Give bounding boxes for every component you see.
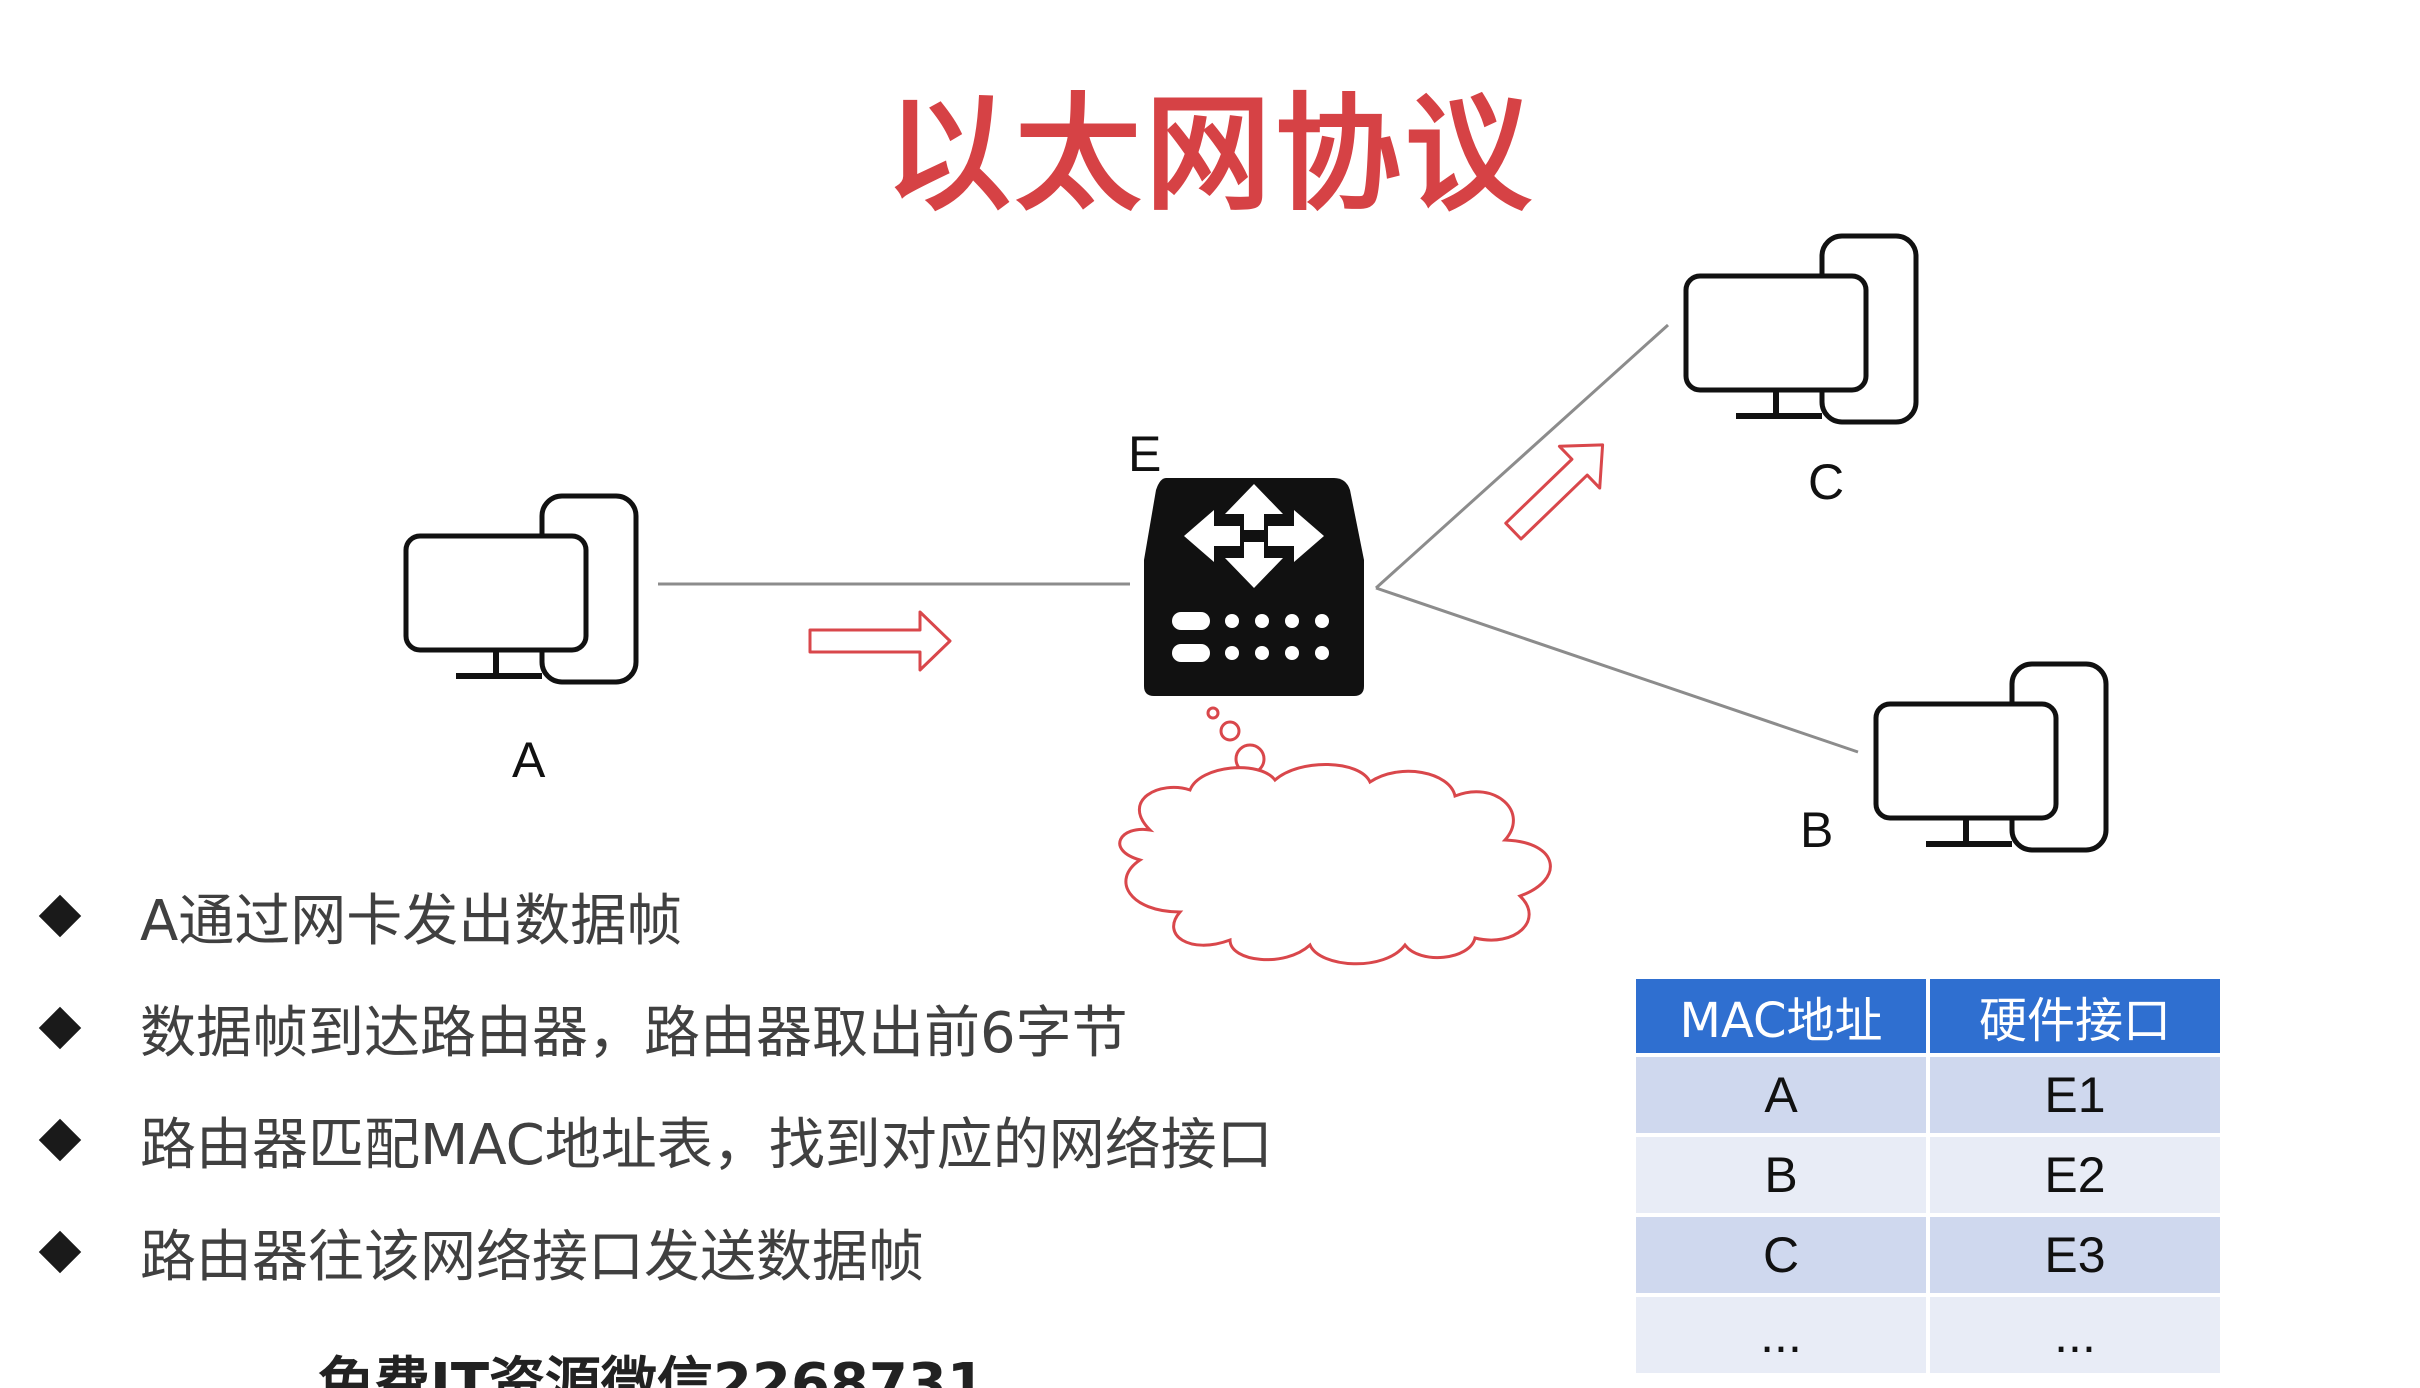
router-icon [1144, 478, 1364, 696]
bullet-item: 路由器往该网络接口发送数据帧 [38, 1196, 1273, 1308]
column-header-interface: 硬件接口 [1930, 979, 2220, 1053]
bullet-item: 路由器匹配MAC地址表，找到对应的网络接口 [38, 1084, 1273, 1196]
thought-dot [1206, 706, 1220, 720]
bullet-text: 数据帧到达路由器，路由器取出前6字节 [140, 1000, 1128, 1066]
arrow-right-icon [808, 610, 952, 672]
page-title: 以太网协议 [885, 81, 1535, 228]
link-e-c [1374, 323, 1670, 590]
bullet-list: A通过网卡发出数据帧 数据帧到达路由器，路由器取出前6字节 路由器匹配MAC地址… [38, 860, 1273, 1308]
table-header-row: MAC地址 硬件接口 [1636, 979, 2220, 1053]
computer-b-icon [1876, 664, 2106, 850]
table-cell: E3 [1930, 1217, 2220, 1293]
computer-c-icon [1686, 236, 1916, 422]
bullet-text: A通过网卡发出数据帧 [140, 888, 683, 954]
table-row: B E2 [1636, 1137, 2220, 1213]
column-header-mac: MAC地址 [1636, 979, 1926, 1053]
table-cell: ... [1636, 1297, 1926, 1373]
link-e-b [1375, 586, 1859, 754]
mac-address-table: MAC地址 硬件接口 A E1 B E2 C E3 ... ... [1632, 975, 2224, 1377]
bullet-item: 数据帧到达路由器，路由器取出前6字节 [38, 972, 1273, 1084]
diamond-bullet-icon [38, 1006, 82, 1050]
arrow-up-right-icon [1504, 443, 1605, 541]
cloud-icon [1118, 763, 1552, 966]
table-row: C E3 [1636, 1217, 2220, 1293]
table-row: ... ... [1636, 1297, 2220, 1373]
watermark: 免费IT资源微信2268731 [318, 1352, 986, 1388]
bullet-item: A通过网卡发出数据帧 [38, 860, 1273, 972]
table-cell: E2 [1930, 1137, 2220, 1213]
table-cell: A [1636, 1057, 1926, 1133]
table-cell: B [1636, 1137, 1926, 1213]
diamond-bullet-icon [38, 894, 82, 938]
thought-dot [1219, 720, 1241, 742]
table-row: A E1 [1636, 1057, 2220, 1133]
bullet-text: 路由器匹配MAC地址表，找到对应的网络接口 [140, 1112, 1273, 1178]
node-label-b: B [1800, 802, 1834, 858]
node-label-a: A [512, 732, 546, 788]
bullet-text: 路由器往该网络接口发送数据帧 [140, 1224, 924, 1290]
table-cell: E1 [1930, 1057, 2220, 1133]
node-label-e: E [1128, 426, 1162, 482]
table-cell: ... [1930, 1297, 2220, 1373]
node-label-c: C [1808, 454, 1845, 510]
diamond-bullet-icon [38, 1118, 82, 1162]
computer-a-icon [406, 496, 636, 682]
table-cell: C [1636, 1217, 1926, 1293]
diamond-bullet-icon [38, 1230, 82, 1274]
